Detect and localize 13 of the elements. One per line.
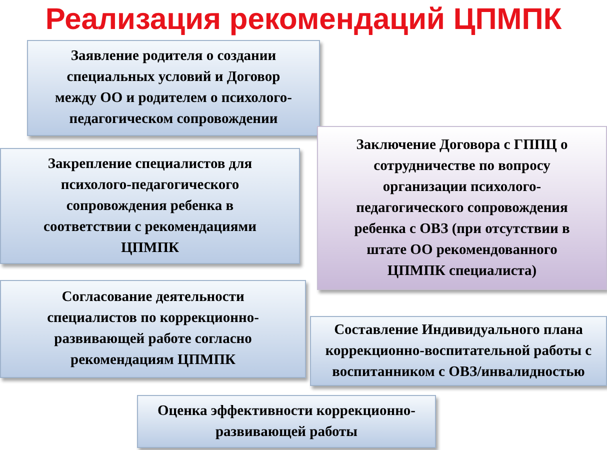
text-box — [310, 316, 607, 386]
text-box — [27, 40, 320, 136]
box-text: Заключение Договора с ГППЦ о сотрудничестве по вопросу организации психолого-педагогического сопровождения ребенка с ОВЗ (при отсутствии в штате ОО рекомендованного ЦПМПК специалиста) — [353, 136, 571, 280]
title: Реализация рекомендаций ЦПМПК — [44, 2, 563, 38]
text-box — [0, 280, 306, 378]
text-box — [0, 148, 300, 264]
text-box — [137, 395, 436, 448]
box-text: Закрепление специалистов для психолого-педагогического сопровождения ребенка в соответствии с рекомендациями ЦПМПК — [42, 154, 258, 258]
box-text: Оценка эффективности коррекционно-развивающей работы — [156, 402, 416, 442]
box-text: Согласование деятельности специалистов по коррекционно-развивающей работе согласно рекомендациям ЦПМПК — [46, 288, 260, 370]
box-text: Заявление родителя о создании специальных условий и Договор между ОО и родителем о психолого-педагогическом сопровождении — [54, 47, 293, 129]
box-text: Составление Индивидуального плана коррекционно-воспитательной работы с воспитанником с ОВЗ/инвалидностью — [324, 320, 593, 382]
text-box — [317, 126, 607, 290]
